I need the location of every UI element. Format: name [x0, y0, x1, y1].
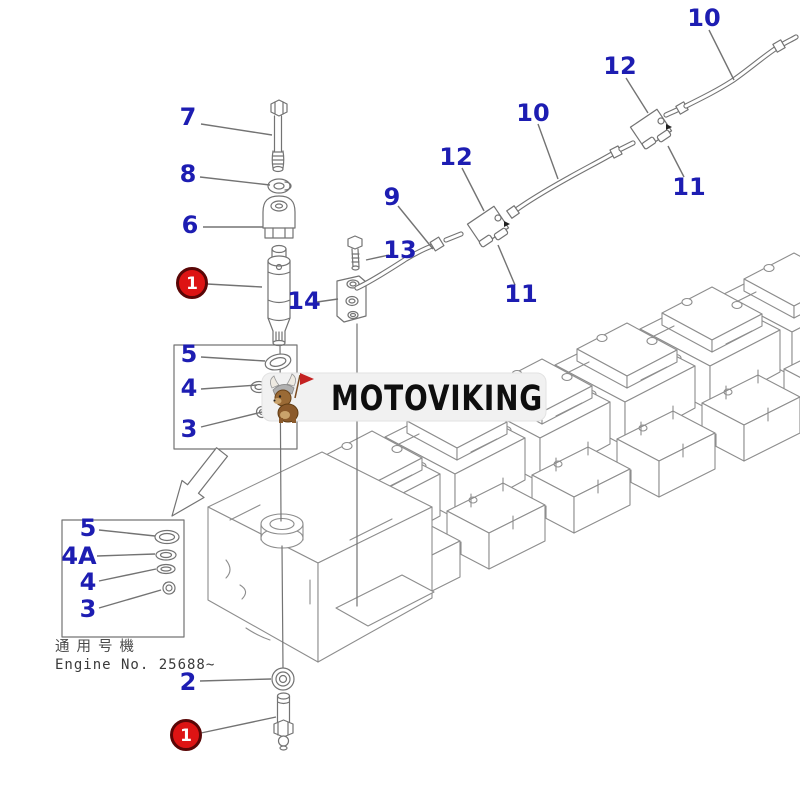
leader-line-1-top: [206, 283, 263, 288]
bolt-part7: [270, 99, 288, 173]
callout-1-top: 1: [176, 267, 208, 299]
junction-block-part12-lower: [466, 205, 510, 248]
leader-line-12-lower: [461, 167, 485, 212]
leader-line-3-box1: [200, 411, 263, 428]
detail-box-b: [61, 519, 185, 638]
leader-line-3-box2: [98, 589, 162, 609]
leader-line-13: [365, 254, 390, 261]
leader-line-5-box2: [98, 529, 156, 537]
zoom-arrow: [171, 447, 229, 517]
leader-line-12-upper: [625, 77, 649, 114]
injector-part1-top: [267, 244, 291, 347]
leader-line-11-upper: [667, 145, 685, 178]
crankcase: [207, 451, 435, 663]
leader-line-4-box2: [98, 568, 157, 582]
engine-block: [207, 252, 800, 663]
callout-12-lower: 12: [439, 143, 472, 171]
caption-engine-no: Engine No. 25688~: [55, 657, 215, 673]
leader-line-14: [316, 298, 339, 303]
grommet-part3b: [162, 581, 176, 595]
fuel-pipe-part10-lower: [506, 140, 636, 219]
elbow-tube-part9: [354, 231, 464, 291]
callout-9: 9: [384, 183, 401, 211]
callout-5-box2: 5: [80, 514, 97, 542]
leader-line-10-upper: [708, 29, 735, 81]
callout-2: 2: [180, 668, 197, 696]
washer-part2: [271, 667, 295, 691]
callout-11-lower: 11: [504, 280, 537, 308]
leader-line-5-box1: [200, 356, 266, 362]
callout-6: 6: [182, 211, 199, 239]
watermark-text: MOTOVIKING: [331, 379, 543, 419]
callout-1-bottom: 1: [170, 719, 202, 751]
seat-part5: [264, 353, 292, 371]
holder-part6: [262, 195, 296, 239]
leader-line-2: [199, 678, 272, 682]
callout-4-box2: 4: [80, 568, 97, 596]
callout-3-box1: 3: [181, 415, 198, 443]
bolt-part13: [347, 235, 363, 271]
fuel-pipe-part10-upper: [663, 34, 799, 118]
injector-assembly-exploded: [262, 99, 296, 347]
callout-8: 8: [180, 160, 197, 188]
leader-line-1-bottom: [200, 716, 277, 734]
callout-12-upper: 12: [603, 52, 636, 80]
callout-3-box2: 3: [80, 595, 97, 623]
callout-13: 13: [383, 236, 416, 264]
leader-line-8: [199, 176, 271, 186]
leader-line-7: [200, 123, 273, 136]
callout-11-upper: 11: [672, 173, 705, 201]
leader-line-9: [397, 205, 434, 250]
callout-10-upper: 10: [687, 4, 720, 32]
washer-part8: [267, 178, 292, 194]
leader-line-4-box1: [200, 384, 258, 390]
callout-14: 14: [287, 287, 320, 315]
bracket-part14: [336, 275, 367, 323]
callout-5-box1: 5: [181, 340, 198, 368]
leader-line-4A-box2: [96, 553, 156, 557]
watermark-banner: MOTOVIKING: [261, 372, 547, 423]
viking-dog-mascot-icon: [270, 373, 314, 423]
callout-10-lower: 10: [516, 99, 549, 127]
leader-line-10-lower: [537, 123, 559, 180]
callout-7: 7: [180, 103, 197, 131]
callout-4A-box2: 4A: [61, 542, 97, 570]
injector-part1-bottom: [273, 692, 294, 751]
leader-line-11-lower: [497, 244, 516, 286]
junction-block-part12-upper: [629, 108, 673, 150]
svg-text:1: 1: [186, 274, 198, 294]
callout-4-box1: 4: [181, 374, 198, 402]
caption-japanese: 通用号機: [55, 638, 141, 655]
svg-text:1: 1: [180, 726, 192, 746]
fuel-return-line-assembly: [336, 34, 799, 323]
